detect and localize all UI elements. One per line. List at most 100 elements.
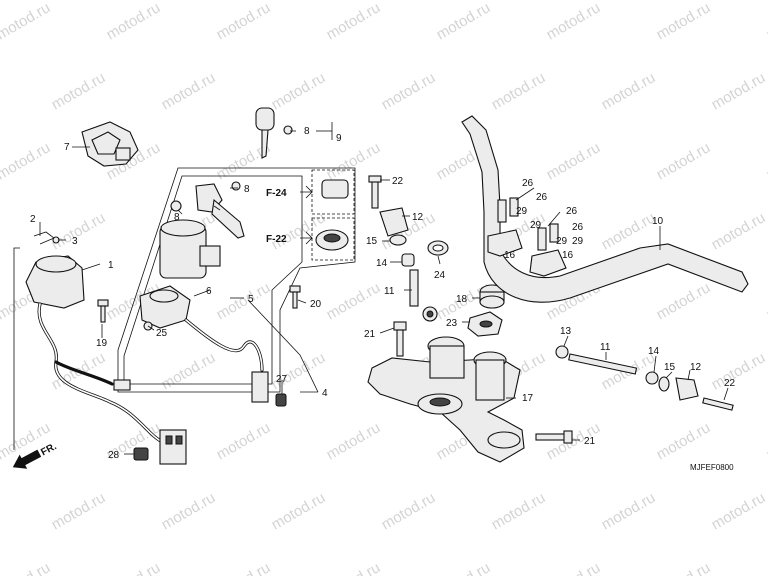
callout-27: 27 bbox=[276, 374, 288, 385]
ref-box-f24 bbox=[300, 169, 355, 215]
callout-14b: 14 bbox=[648, 346, 660, 357]
bar-end-weight-left bbox=[379, 207, 438, 322]
watermark-text: motod.ru bbox=[709, 489, 768, 533]
watermark-text: motod.ru bbox=[214, 559, 274, 576]
bolt-21-lower bbox=[535, 430, 573, 444]
watermark-text: motod.ru bbox=[379, 69, 439, 113]
bracket-line bbox=[299, 354, 319, 393]
callout-15b: 15 bbox=[664, 362, 676, 373]
watermark-text: motod.ru bbox=[544, 139, 604, 183]
switch-housing-part bbox=[81, 121, 139, 167]
watermark-text: motod.ru bbox=[269, 209, 329, 253]
callout-11b: 11 bbox=[600, 342, 611, 353]
watermark-text: motod.ru bbox=[654, 279, 714, 323]
watermark-text: motod.ru bbox=[159, 349, 219, 393]
key-part bbox=[255, 107, 293, 159]
callout-29c: 29 bbox=[556, 236, 568, 247]
screw-22-top bbox=[368, 175, 382, 209]
bracket-line bbox=[247, 299, 301, 356]
bolt-20 bbox=[289, 285, 301, 309]
callout-16b: 16 bbox=[562, 250, 574, 261]
watermark-text: motod.ru bbox=[0, 139, 53, 183]
diagram-code: MJFEF0800 bbox=[690, 463, 734, 472]
callout-29a: 29 bbox=[516, 206, 528, 217]
callout-18: 18 bbox=[456, 294, 468, 305]
watermark-text: motod.ru bbox=[104, 559, 164, 576]
watermark-text: motod.ru bbox=[324, 279, 384, 323]
callout-6: 6 bbox=[206, 286, 212, 297]
callout-25: 25 bbox=[156, 328, 168, 339]
watermark-text: motod.ru bbox=[654, 0, 714, 43]
bolt-21-upper bbox=[393, 321, 407, 357]
bolt-19 bbox=[97, 299, 109, 323]
watermark-text: motod.ru bbox=[654, 139, 714, 183]
watermark-text: motod.ru bbox=[764, 279, 768, 323]
watermark-text: motod.ru bbox=[49, 489, 109, 533]
watermark-text: motod.ru bbox=[159, 69, 219, 113]
callout-17: 17 bbox=[522, 393, 534, 404]
watermark-text: motod.ru bbox=[764, 419, 768, 463]
callout-14a: 14 bbox=[376, 258, 388, 269]
callout-28: 28 bbox=[108, 450, 120, 461]
clamp-28 bbox=[133, 447, 149, 461]
svg-text:FR.: FR. bbox=[39, 441, 59, 458]
watermark-text: motod.ru bbox=[0, 0, 53, 43]
watermark-text: motod.ru bbox=[49, 209, 109, 253]
callout-26d: 26 bbox=[572, 222, 584, 233]
watermark-text: motod.ru bbox=[0, 559, 53, 576]
callout-1: 1 bbox=[108, 260, 114, 271]
ref-f24: F-24 bbox=[266, 188, 287, 199]
callout-3: 3 bbox=[72, 236, 78, 247]
callout-9: 9 bbox=[336, 133, 342, 144]
left-bracket bbox=[13, 247, 20, 450]
watermark-text: motod.ru bbox=[214, 0, 274, 43]
stem-nut-23 bbox=[467, 311, 503, 337]
watermark-text: motod.ru bbox=[654, 559, 714, 576]
watermark-text: motod.ru bbox=[324, 559, 384, 576]
bar-clamp-16-left bbox=[487, 229, 523, 257]
callout-19: 19 bbox=[96, 338, 108, 349]
ref-box-f22 bbox=[300, 217, 355, 261]
watermark-text: motod.ru bbox=[764, 139, 768, 183]
callout-21a: 21 bbox=[364, 329, 376, 340]
callout-8a: 8 bbox=[304, 126, 310, 137]
ignition-switch bbox=[159, 181, 245, 279]
watermark-text: motod.ru bbox=[214, 419, 274, 463]
callout-22b: 22 bbox=[724, 378, 736, 389]
watermark-text: motod.ru bbox=[764, 0, 768, 43]
watermark-text: motod.ru bbox=[269, 69, 329, 113]
callout-29b: 29 bbox=[530, 220, 542, 231]
watermark-text: motod.ru bbox=[654, 419, 714, 463]
callout-26b: 26 bbox=[536, 192, 548, 203]
watermark-text: motod.ru bbox=[599, 489, 659, 533]
stem-cap-18 bbox=[479, 284, 505, 309]
watermark-text: motod.ru bbox=[324, 419, 384, 463]
group-outline-inner bbox=[123, 175, 303, 385]
watermark-text: motod.ru bbox=[489, 69, 549, 113]
callout-10: 10 bbox=[652, 216, 664, 227]
clamp-bolts bbox=[497, 197, 559, 251]
callout-labels: 7 2 3 1 19 28 8 9 8 8 6 5 25 20 27 4 F-2… bbox=[30, 126, 736, 472]
watermark-text: motod.ru bbox=[434, 0, 494, 43]
lock-switch-part bbox=[139, 285, 287, 407]
callout-5: 5 bbox=[248, 294, 254, 305]
watermark-text: motod.ru bbox=[49, 69, 109, 113]
callout-11a: 11 bbox=[384, 286, 395, 297]
callout-26c: 26 bbox=[566, 206, 578, 217]
callout-15a: 15 bbox=[366, 236, 378, 247]
watermark-text: motod.ru bbox=[269, 489, 329, 533]
callout-29d: 29 bbox=[572, 236, 584, 247]
watermark-text: motod.ru bbox=[709, 209, 768, 253]
watermark-text: motod.ru bbox=[159, 489, 219, 533]
callout-2: 2 bbox=[30, 214, 36, 225]
watermark-text: motod.ru bbox=[544, 0, 604, 43]
ref-f22: F-22 bbox=[266, 234, 287, 245]
watermark-text: motod.ru bbox=[544, 559, 604, 576]
watermark-text: motod.ru bbox=[489, 489, 549, 533]
callout-8c: 8 bbox=[174, 212, 180, 223]
leader-lines bbox=[39, 122, 729, 455]
callout-21b: 21 bbox=[584, 436, 596, 447]
group-outline bbox=[117, 167, 356, 393]
